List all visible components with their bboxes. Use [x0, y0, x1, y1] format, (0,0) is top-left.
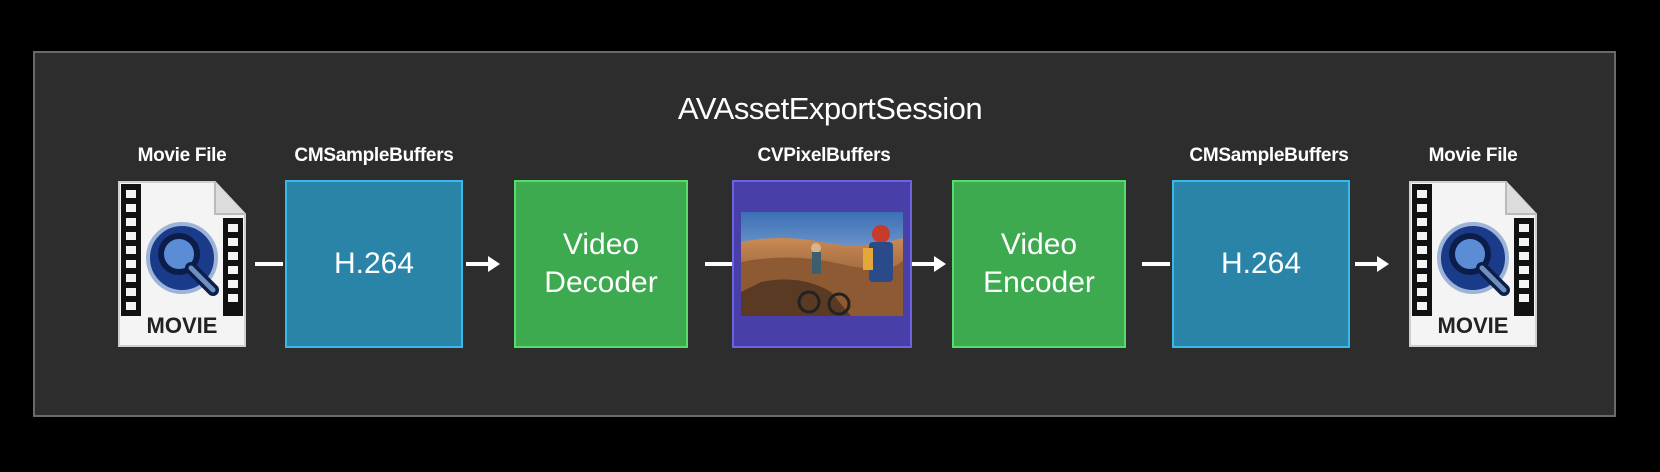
arrow-right-icon — [912, 256, 946, 272]
file-icon-text: MOVIE — [147, 313, 218, 338]
arrow-right-icon — [1142, 262, 1170, 266]
h264-codec-out-box: H.264 — [1172, 180, 1350, 348]
quicktime-movie-file-icon: MOVIE — [1409, 181, 1537, 347]
label-cvpixelbuffers: CVPixelBuffers — [757, 145, 891, 166]
h264-out-label: H.264 — [1220, 247, 1302, 280]
file-icon-text: MOVIE — [1438, 313, 1509, 338]
video-encoder-box: Video Encoder — [952, 180, 1126, 348]
arrow-right-icon — [466, 256, 500, 272]
encoder-line2: Encoder — [983, 266, 1095, 299]
h264-in-label: H.264 — [333, 247, 415, 280]
label-cmsamplebuffers-in: CMSampleBuffers — [294, 145, 454, 166]
decoder-line2: Decoder — [544, 266, 658, 299]
mountain-bike-photo — [741, 212, 903, 316]
encoder-line1: Video — [1000, 228, 1078, 261]
arrow-right-icon — [705, 262, 733, 266]
arrow-right-icon — [1355, 256, 1389, 272]
video-decoder-box: Video Decoder — [514, 180, 688, 348]
cvpixelbuffers-box — [732, 180, 912, 348]
quicktime-movie-file-icon: MOVIE — [118, 181, 246, 347]
diagram-title: AVAssetExportSession — [677, 91, 983, 126]
decoder-line1: Video — [562, 228, 640, 261]
arrow-right-icon — [255, 262, 283, 266]
label-movie-file-out: Movie File — [1428, 145, 1518, 166]
label-cmsamplebuffers-out: CMSampleBuffers — [1189, 145, 1349, 166]
h264-codec-in-box: H.264 — [285, 180, 463, 348]
label-movie-file-in: Movie File — [137, 145, 227, 166]
